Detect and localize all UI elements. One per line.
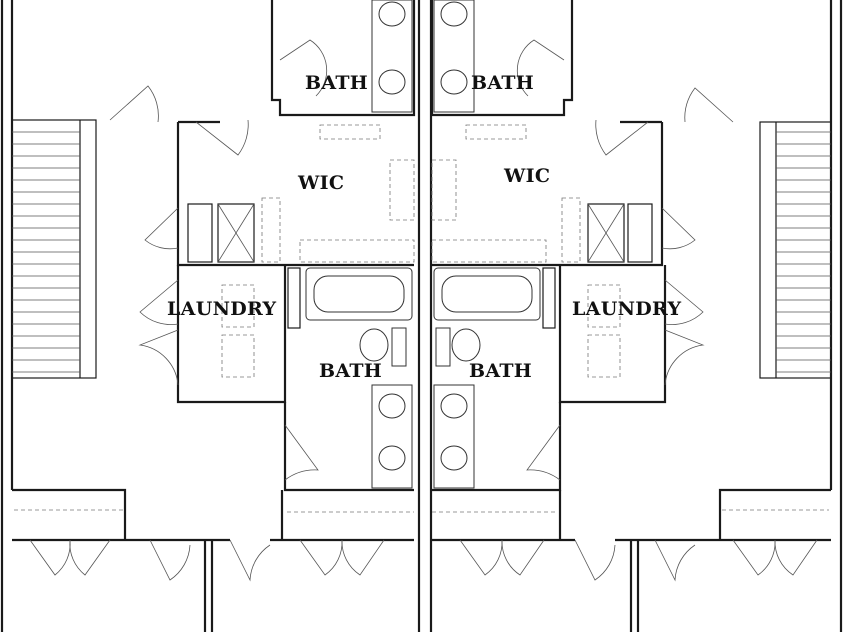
bottom-closets	[12, 488, 831, 632]
door-swings	[29, 39, 818, 582]
laundry-right-walls	[542, 265, 667, 404]
room-label-laundry: LAUNDRY	[572, 298, 682, 320]
room-label-bath: BATH	[469, 360, 533, 382]
room-label-bath: BATH	[305, 72, 369, 94]
room-label-laundry: LAUNDRY	[167, 298, 277, 320]
stairs-left	[11, 119, 97, 379]
room-label-bath: BATH	[319, 360, 383, 382]
room-label-bath: BATH	[471, 72, 535, 94]
bath-mid-left-walls	[283, 267, 414, 492]
wic-left-walls	[176, 120, 415, 267]
room-label-wic: WIC	[504, 165, 551, 187]
party-wall	[417, 0, 433, 632]
bath-top-right-walls	[430, 0, 574, 117]
laundry-left-walls	[176, 265, 301, 404]
bath-top-left-walls	[270, 0, 416, 117]
room-label-wic: WIC	[298, 172, 345, 194]
bath-mid-right-walls	[432, 267, 562, 492]
wic-right-walls	[431, 120, 664, 267]
stairs-right	[759, 121, 832, 379]
